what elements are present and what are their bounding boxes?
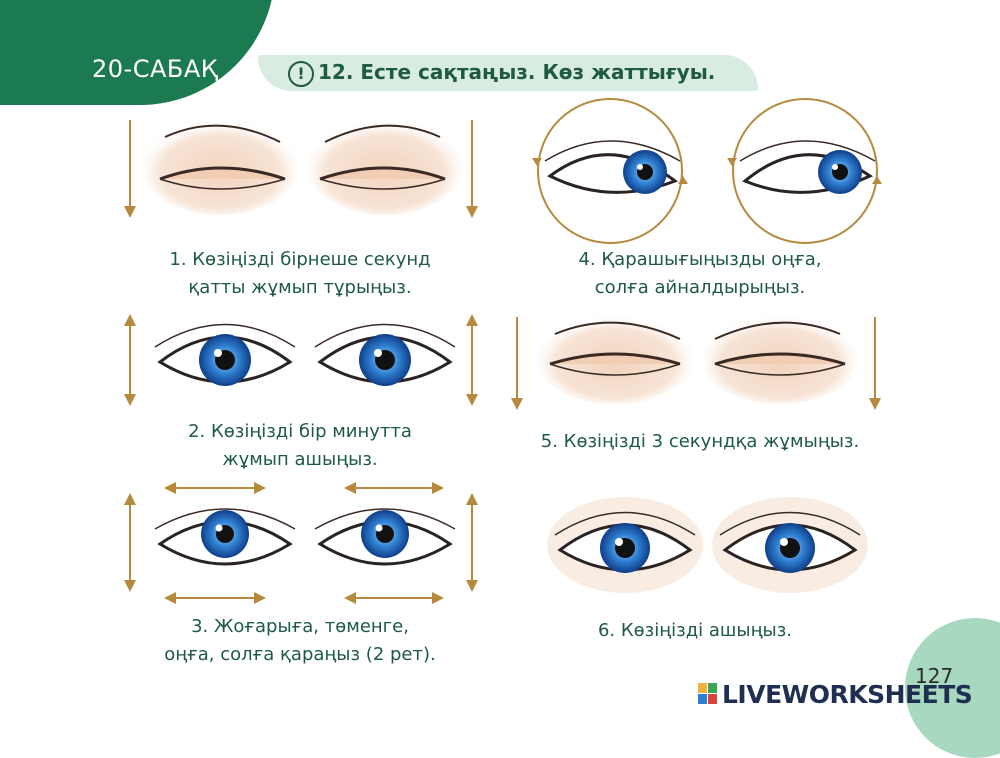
exercise-2-caption: 2. Көзіңізді бір минутта жұмып ашыңыз. (130, 418, 470, 474)
eye-looking-side-icon (544, 140, 681, 194)
open-eye-icon (314, 323, 456, 386)
exercise-1-caption: 1. Көзіңізді бірнеше секунд қатты жұмып … (130, 246, 470, 302)
exercise-1-illustration (124, 119, 478, 218)
caption-line: жұмып ашыңыз. (222, 449, 378, 470)
exercise-4-caption: 4. Қарашығыңызды оңға, солға айналдырыңы… (520, 246, 880, 302)
watermark[interactable]: LIVEWORKSHEETS (722, 680, 973, 709)
exercise-6-caption: 6. Көзіңізді ашыңыз. (540, 617, 850, 645)
lesson-tab (0, 0, 275, 105)
caption-line: 2. Көзіңізді бір минутта (188, 421, 412, 442)
closed-eye-icon (142, 119, 298, 215)
caption-line: солға айналдырыңыз. (594, 277, 806, 298)
closed-eye-icon (702, 314, 858, 404)
title-band (258, 55, 758, 91)
exercise-3-caption: 3. Жоғарыға, төменге, оңға, солға қараңы… (115, 613, 485, 669)
exercise-3-illustration (124, 482, 478, 604)
open-eye-icon (712, 497, 868, 593)
exercise-title: !12. Есте сақтаңыз. Көз жаттығуы. (288, 60, 715, 87)
open-eye-icon (154, 508, 296, 566)
exclamation-icon: ! (288, 61, 314, 87)
title-label: 12. Есте сақтаңыз. Көз жаттығуы. (318, 60, 716, 84)
rotation-circle-icon (537, 98, 683, 244)
exercise-4-illustration (532, 98, 882, 244)
rotation-circle-icon (732, 98, 878, 244)
caption-line: 1. Көзіңізді бірнеше секунд (169, 249, 431, 270)
liveworksheets-logo-icon (698, 683, 717, 704)
open-eye-icon (154, 323, 296, 386)
caption-line: қатты жұмып тұрыңыз. (188, 277, 412, 298)
closed-eye-icon (307, 119, 463, 215)
closed-eye-icon (537, 314, 693, 404)
caption-line: оңға, солға қараңыз (2 рет). (164, 644, 436, 665)
lesson-label: 20-САБАҚ (92, 55, 219, 83)
open-eye-icon (547, 497, 703, 593)
exercise-5-caption: 5. Көзіңізді 3 секундқа жұмыңыз. (500, 428, 900, 456)
open-eye-icon (314, 508, 456, 566)
caption-line: 5. Көзіңізді 3 секундқа жұмыңыз. (540, 431, 860, 452)
eye-looking-side-icon (739, 140, 876, 194)
exercise-6-illustration (547, 497, 868, 593)
exercise-2-illustration (124, 314, 478, 406)
page-number: 127 (915, 664, 954, 688)
exercise-5-illustration (511, 314, 881, 410)
caption-line: 6. Көзіңізді ашыңыз. (597, 620, 792, 641)
caption-line: 3. Жоғарыға, төменге, (191, 616, 409, 637)
caption-line: 4. Қарашығыңызды оңға, (578, 249, 822, 270)
